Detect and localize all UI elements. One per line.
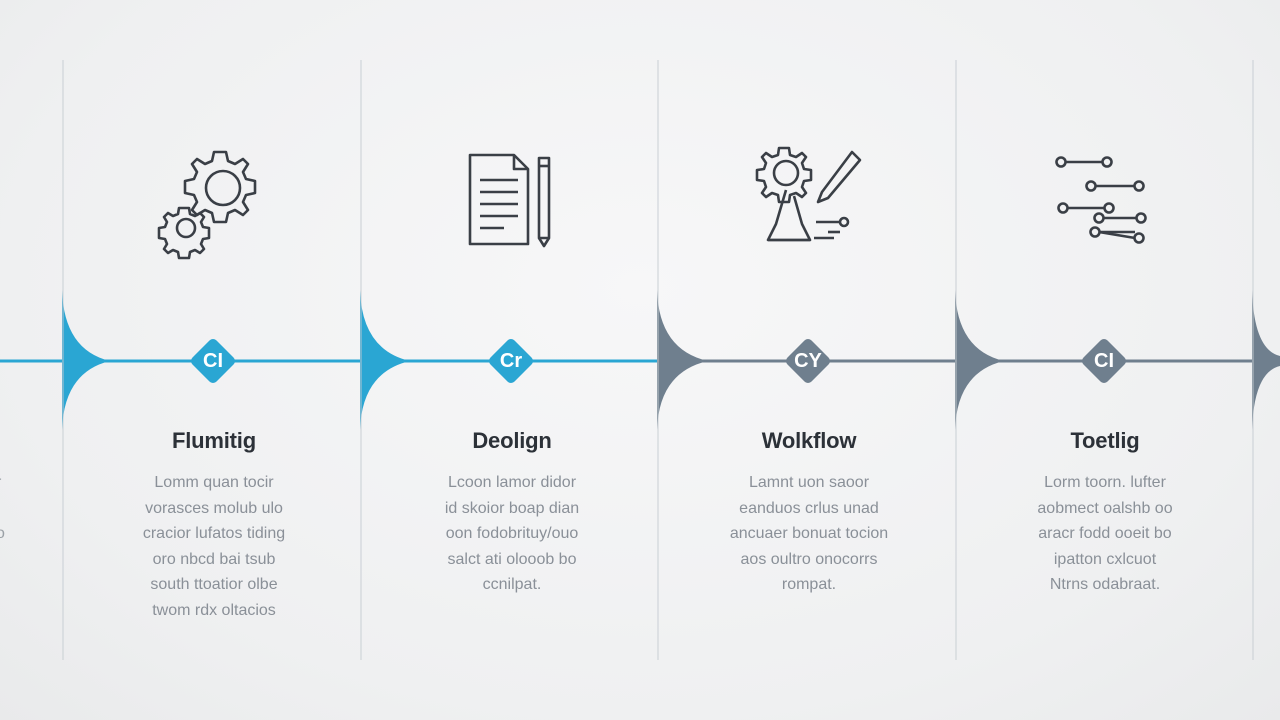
step-title: Wolkflow xyxy=(761,428,857,453)
step-number-badge xyxy=(1082,339,1126,383)
step-description: Lamnt uon saoor eanduos crlus unad ancua… xyxy=(729,474,889,593)
arrow-wedge xyxy=(955,290,1004,430)
badge-label: CI xyxy=(203,350,223,372)
gear-pencil-flask-icon xyxy=(659,140,959,260)
badge-label: Cr xyxy=(499,350,523,372)
step-description: Lcoon lamor didor id skoior boap dian oo… xyxy=(444,474,580,593)
arrow-wedge xyxy=(657,290,708,430)
step-testing: CI Toetlig Lorm toorn. lufter aobmect oa… xyxy=(955,0,1255,720)
step-number-badge xyxy=(786,339,830,383)
arrow-wedge xyxy=(62,290,110,430)
step-description: Lorm toorn. lufter aobmect oalshb oo ara… xyxy=(1037,474,1173,593)
badge-label: CY xyxy=(794,350,822,372)
arrow-wedge xyxy=(1252,290,1280,430)
step-design: Cr Deolign Lcoon lamor didor id skoior b… xyxy=(362,0,662,720)
document-pencil-icon xyxy=(362,140,662,260)
step-workflow: CY Wolkflow Lamnt uon saoor eanduos crlu… xyxy=(659,0,959,720)
network-nodes-icon xyxy=(955,140,1255,260)
step-title: Toetlig xyxy=(1070,428,1140,453)
badge-label: CI xyxy=(1094,350,1114,372)
step-title: Deolign xyxy=(472,428,552,453)
arrow-wedge xyxy=(360,290,410,430)
step-title: Flumitig xyxy=(172,428,256,453)
gears-icon xyxy=(64,140,364,260)
step-number-badge xyxy=(191,339,235,383)
step-planning: CI Flumitig Lomm quan tocir vorasces mol… xyxy=(64,0,364,720)
step-number-badge xyxy=(489,339,533,383)
step-description: Lomm quan tocir vorasces molub ulo craci… xyxy=(142,474,286,619)
